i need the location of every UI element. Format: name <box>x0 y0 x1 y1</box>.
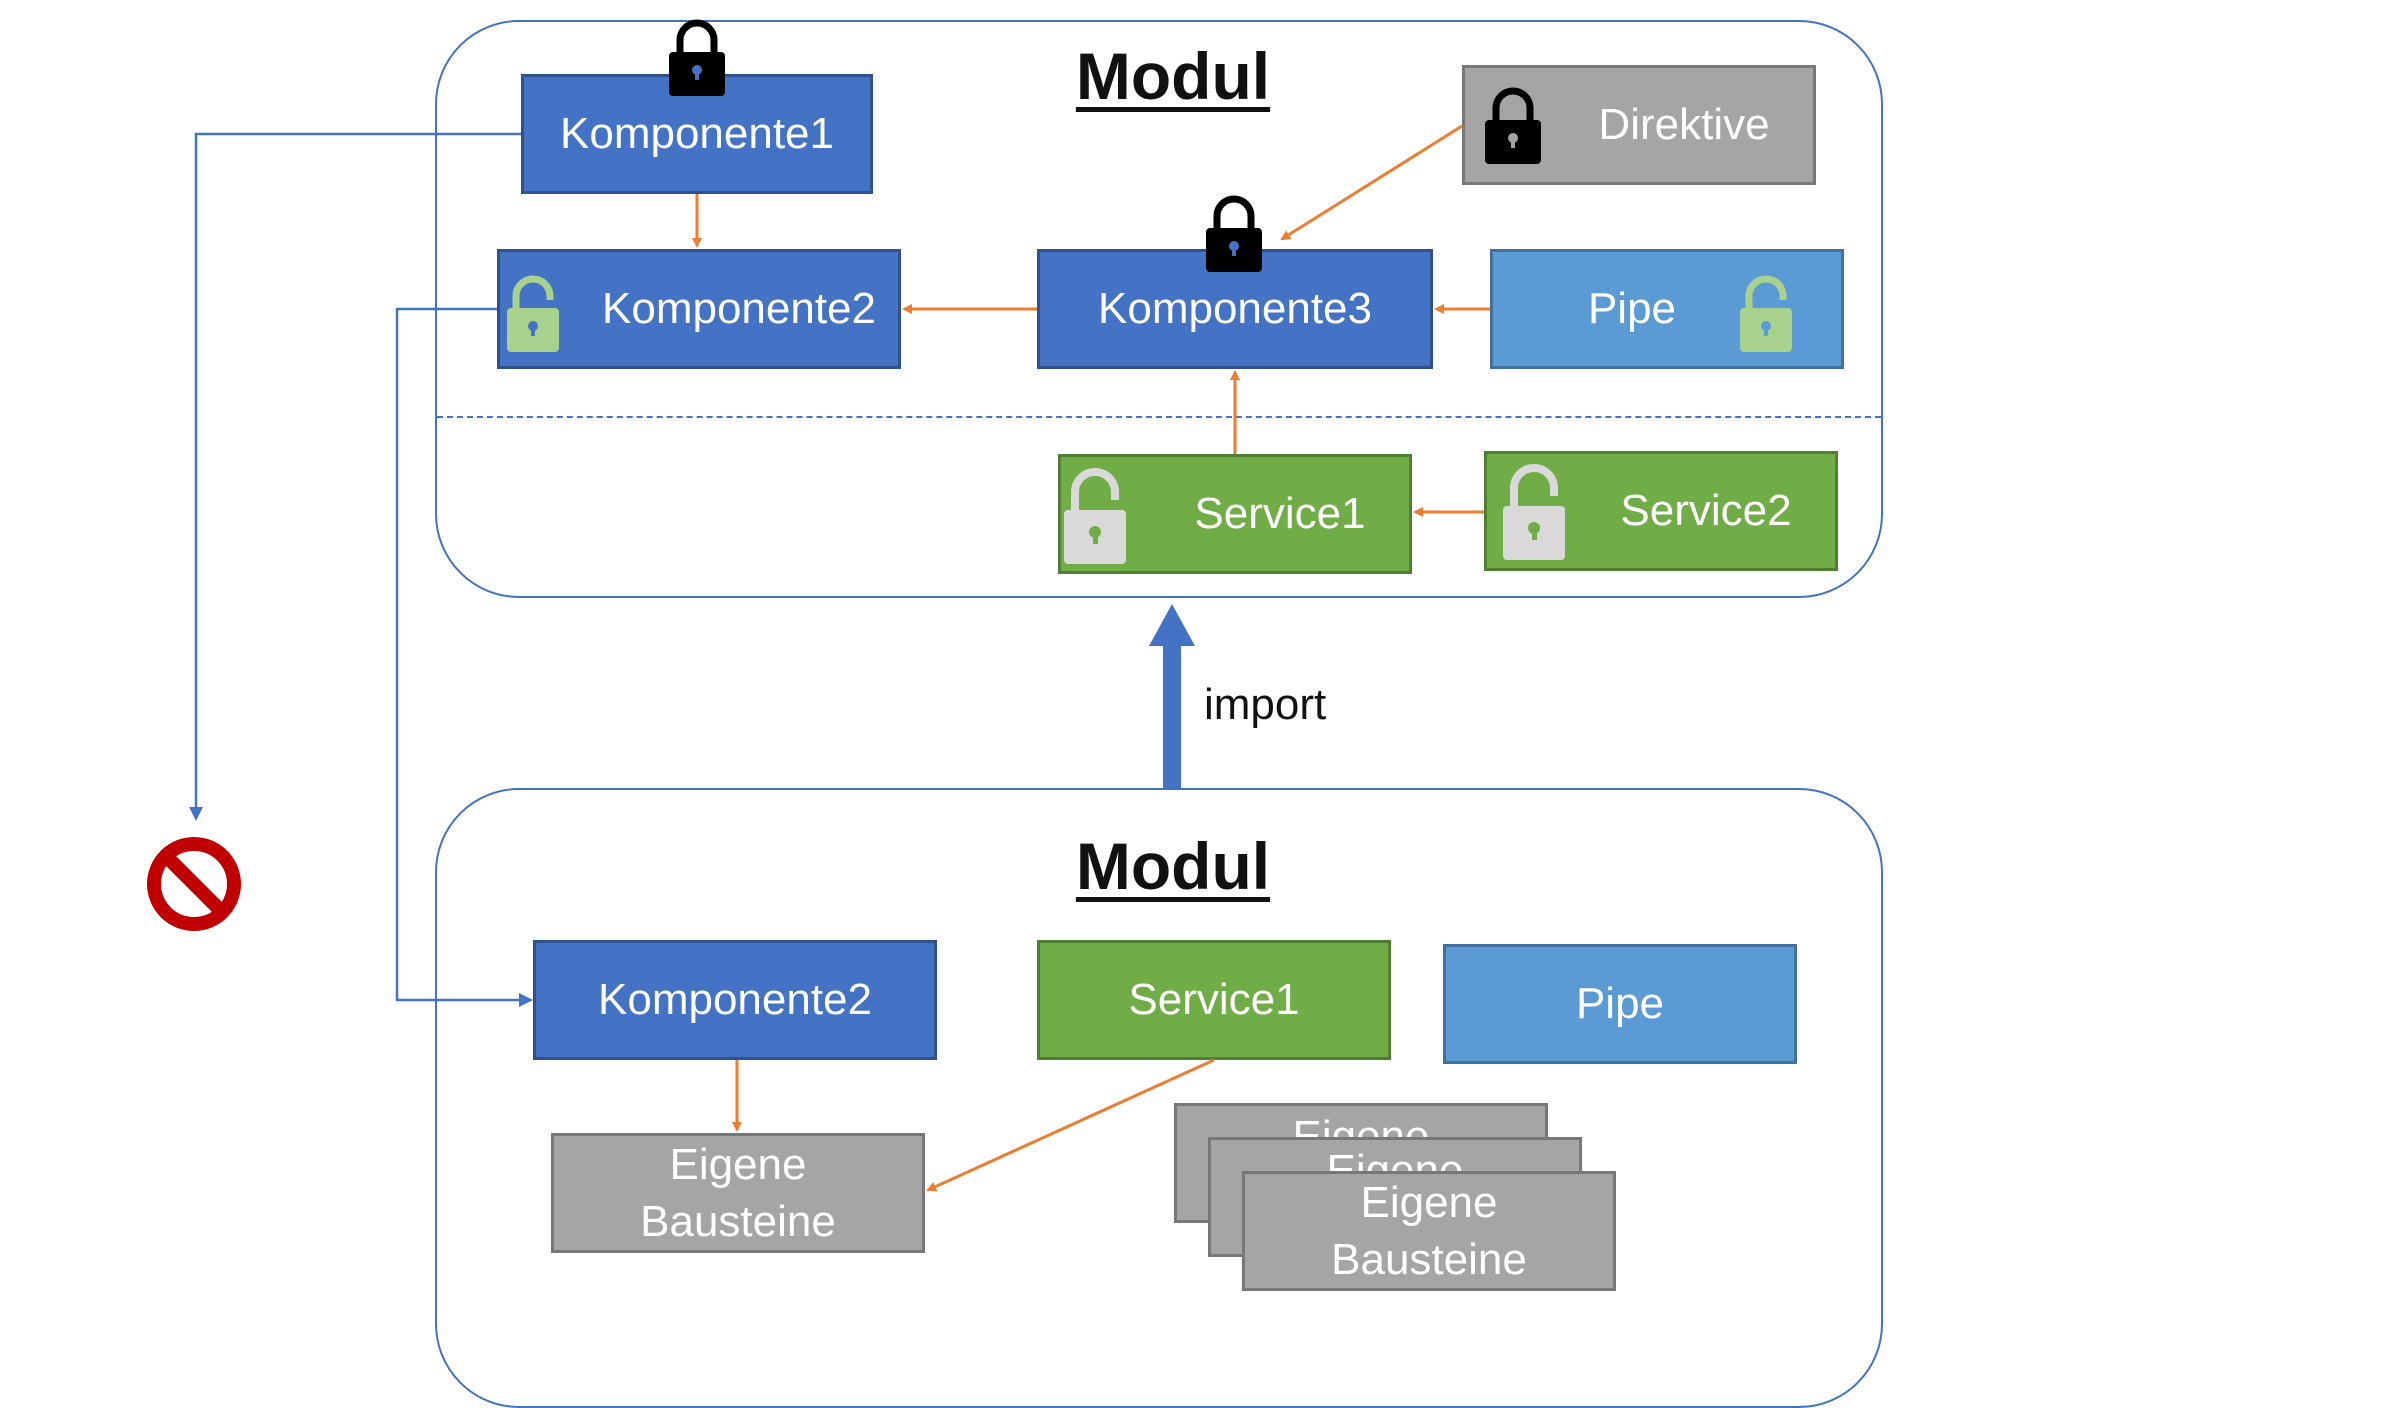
komponente1-label: Komponente1 <box>560 109 834 159</box>
stack-front-line2: Bausteine <box>1331 1235 1527 1284</box>
pipe-label-top: Pipe <box>1587 284 1677 334</box>
lock-open-icon <box>1503 464 1565 560</box>
arrow-service1-bottom-to-eigene <box>926 1058 1215 1192</box>
service1-label-top: Service1 <box>1194 489 1366 539</box>
module-divider <box>437 416 1881 418</box>
service1-box-bottom[interactable]: Service1 <box>1037 940 1391 1060</box>
komponente2-box[interactable]: Komponente2 <box>497 249 901 369</box>
eigene-bausteine-stack-front[interactable]: Eigene Bausteine <box>1242 1171 1616 1291</box>
komponente2-label-bottom: Komponente2 <box>598 975 872 1025</box>
lock-closed-icon <box>1485 87 1541 164</box>
komponente3-label: Komponente3 <box>1098 284 1372 334</box>
service1-label-bottom: Service1 <box>1128 975 1300 1025</box>
eigene-bausteine-line1: Eigene <box>669 1139 807 1189</box>
eigene-bausteine-line2: Bausteine <box>640 1197 836 1246</box>
lock-closed-icon <box>1206 195 1262 272</box>
lock-closed-icon <box>669 19 725 96</box>
lock-open-icon <box>1740 275 1792 352</box>
module-title-bottom: Modul <box>1075 829 1271 903</box>
komponente2-label: Komponente2 <box>602 284 876 334</box>
pipe-box-bottom[interactable]: Pipe <box>1443 944 1797 1064</box>
komponente2-box-bottom[interactable]: Komponente2 <box>533 940 937 1060</box>
import-arrow-shaft <box>1163 640 1181 790</box>
import-arrow-head <box>1149 604 1195 646</box>
import-label: import <box>1204 680 1327 729</box>
arrow-direktive-to-komp3 <box>1280 124 1463 241</box>
eigene-bausteine-box[interactable]: Eigene Bausteine <box>551 1133 925 1253</box>
stack-front-line1: Eigene <box>1360 1177 1498 1227</box>
pipe-label-bottom: Pipe <box>1575 979 1665 1029</box>
connector-layer <box>147 19 1792 1192</box>
direktive-label: Direktive <box>1598 100 1770 150</box>
lock-open-icon <box>1064 468 1126 564</box>
no-entry-icon <box>147 837 241 931</box>
lock-open-icon <box>507 275 559 352</box>
service2-label: Service2 <box>1620 486 1792 536</box>
connector-komp1-forbidden <box>189 132 521 821</box>
connector-komp2-export <box>395 307 533 1007</box>
module-title-top: Modul <box>1075 39 1271 113</box>
